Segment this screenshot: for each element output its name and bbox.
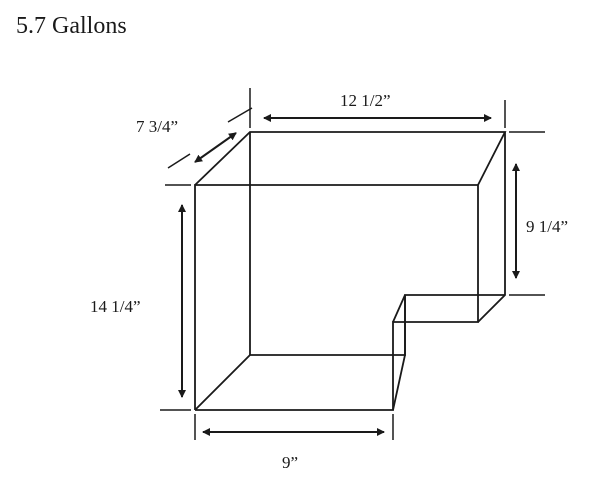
arrow-depth <box>194 132 237 163</box>
step-top-face <box>392 294 406 411</box>
front-face <box>194 184 479 411</box>
ext-depth-lower <box>167 153 191 169</box>
tank-outline <box>194 131 507 411</box>
top-face <box>194 131 507 186</box>
hidden-edge-bottom <box>194 294 505 411</box>
label-top-width: 12 1/2” <box>340 91 391 110</box>
label-depth: 7 3/4” <box>136 117 178 136</box>
label-bottom-width: 9” <box>282 453 298 472</box>
label-tall-height: 14 1/4” <box>90 297 141 316</box>
capacity-title: 5.7 Gallons <box>16 13 127 39</box>
extension-lines <box>160 88 545 440</box>
right-face <box>477 132 506 323</box>
dimension-arrows <box>178 114 520 436</box>
ext-depth-upper <box>227 107 253 123</box>
label-short-height: 9 1/4” <box>526 217 568 236</box>
